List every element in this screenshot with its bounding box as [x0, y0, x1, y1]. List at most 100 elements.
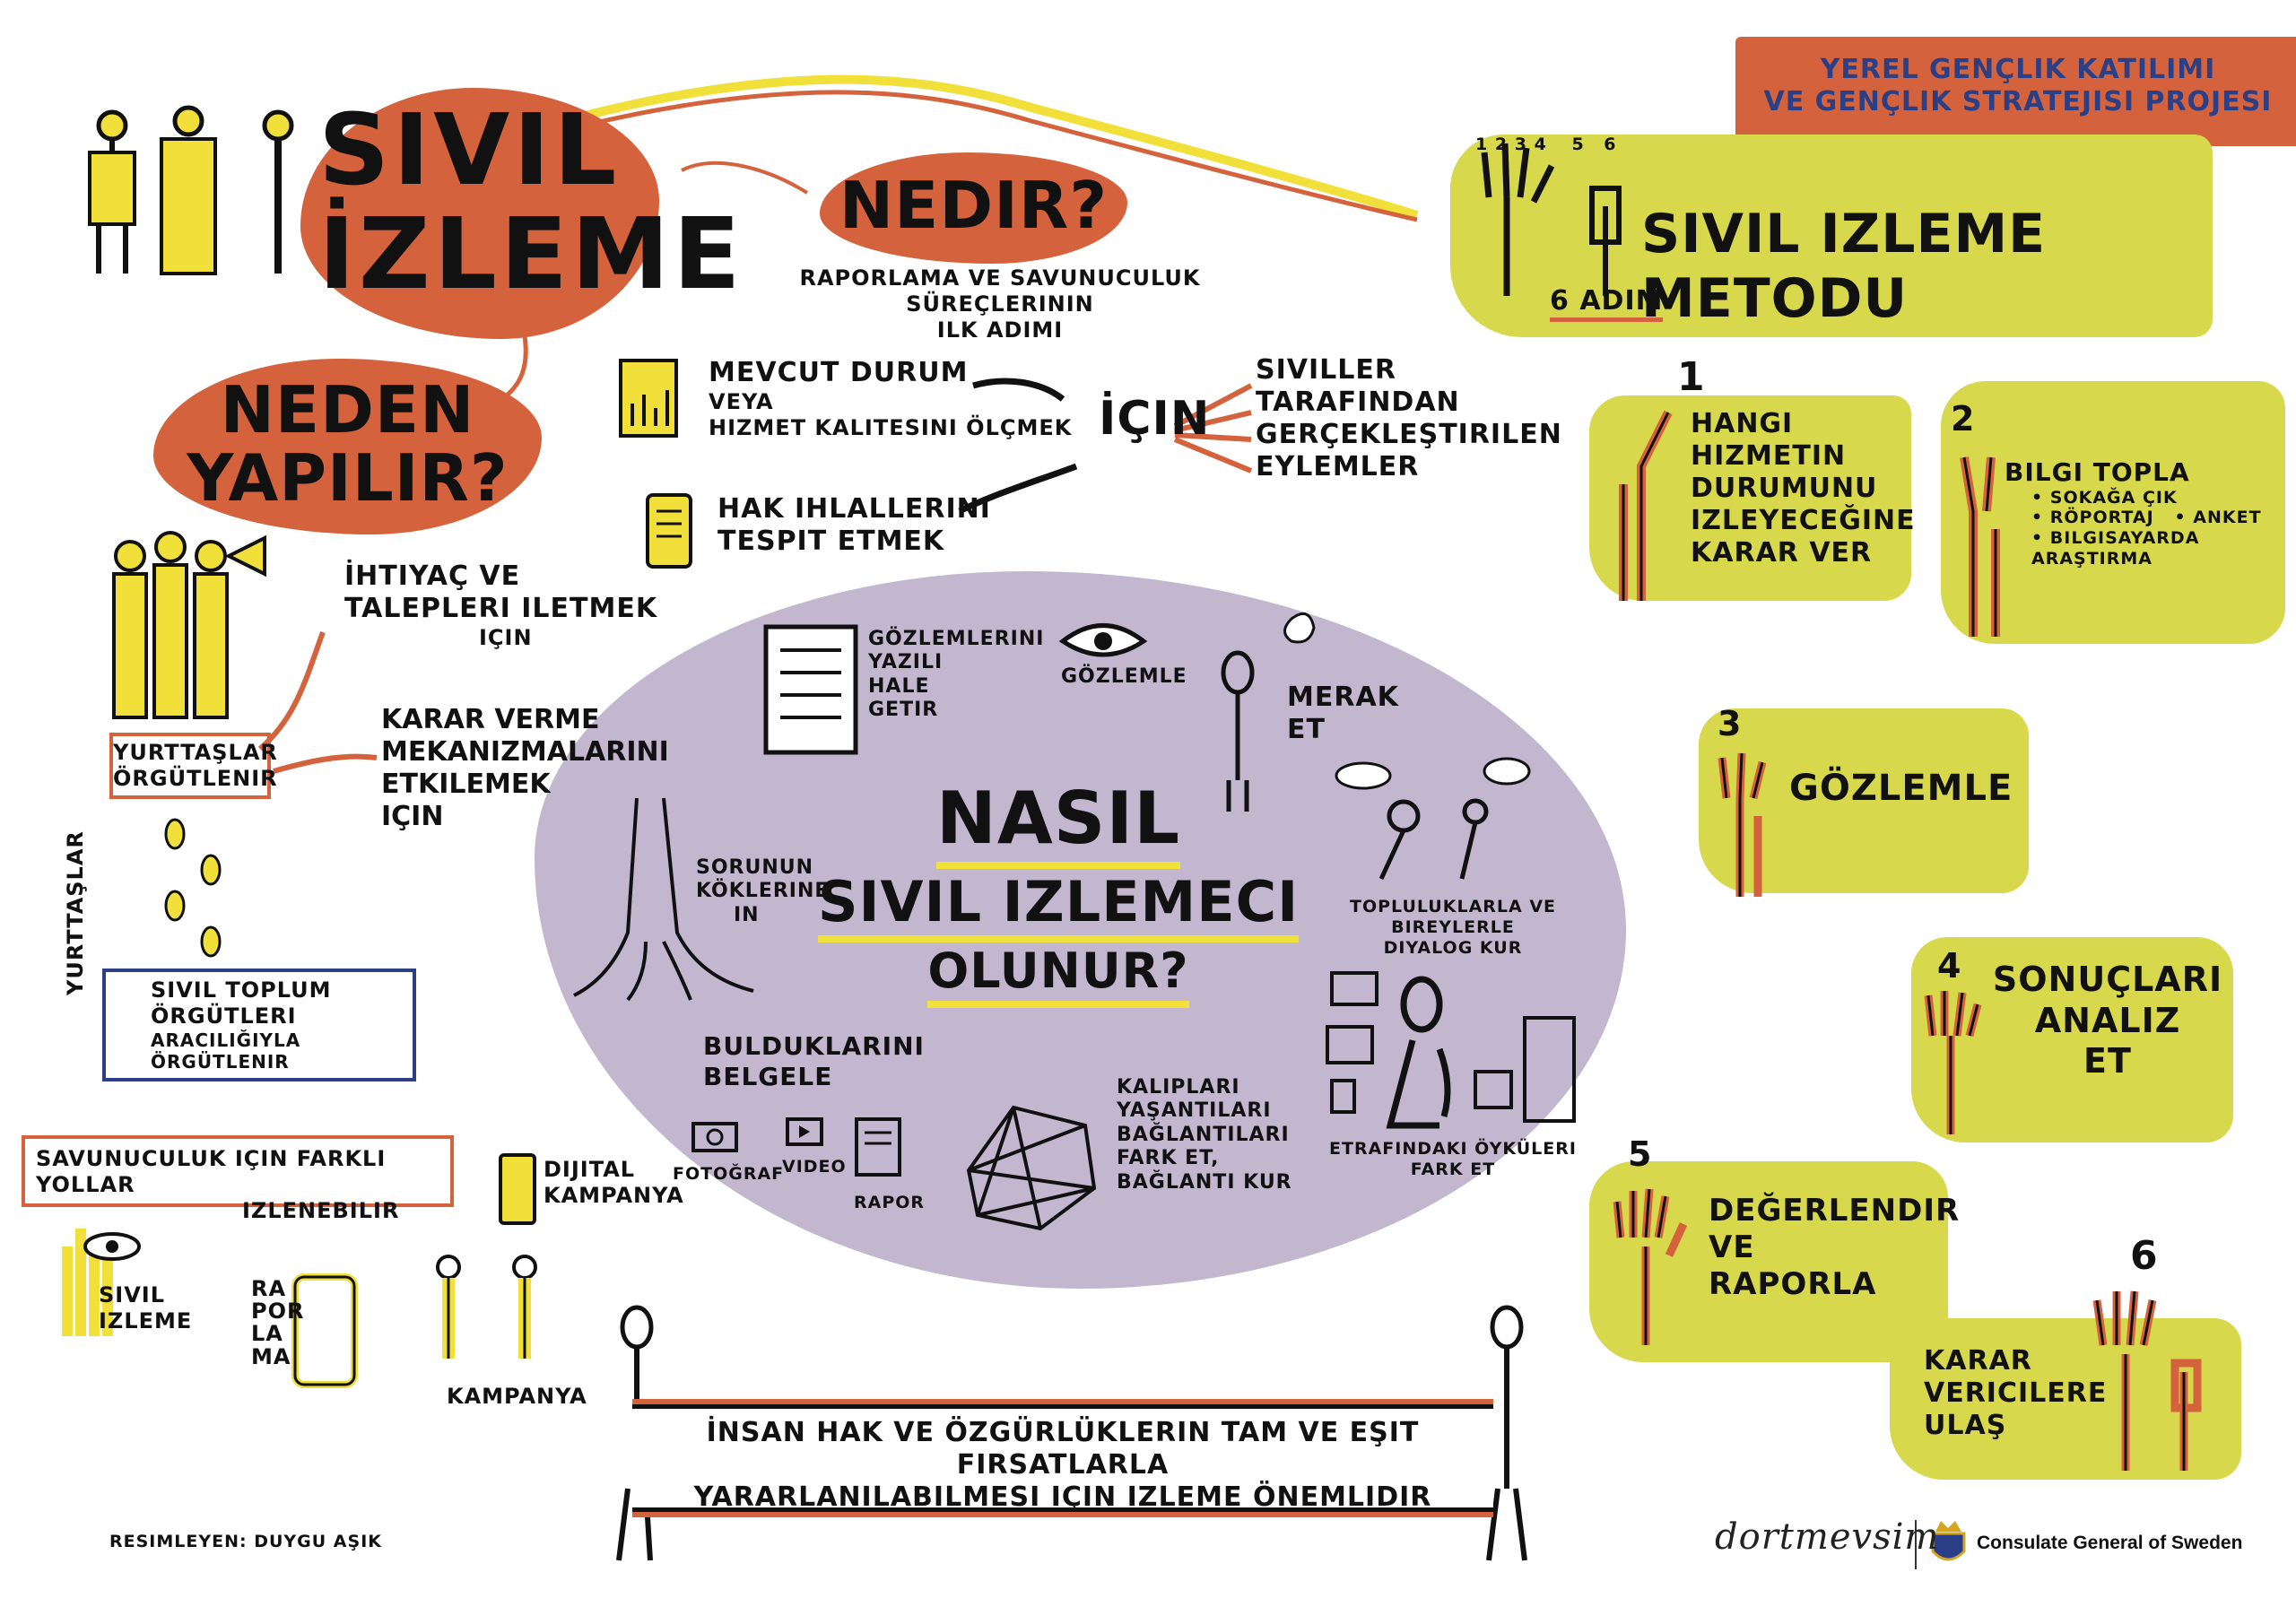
roots-line1: Sorunun [696, 856, 814, 879]
tree-roots-icon [573, 797, 754, 1002]
neden-blob [153, 359, 542, 534]
patterns-line1: Kalıpları [1117, 1076, 1240, 1099]
project-banner-line2: ve Gençlik Stratejisi Projesi [1763, 86, 2273, 117]
reason2-line4: için [381, 801, 444, 832]
finger-number: 2 [1494, 135, 1509, 154]
item1-line1: Mevcut durum [709, 357, 969, 388]
result-line4: eylemler [1256, 451, 1420, 482]
ngo-box: Sivil toplum örgütleri aracılığıyla örgü… [102, 969, 416, 1081]
step-5-number: 5 [1628, 1134, 1653, 1174]
reason2-line3: etkilemek [381, 769, 551, 800]
result-line2: tarafından [1256, 387, 1460, 418]
phone-campaign-icon [499, 1153, 536, 1225]
monitoring-line1: Sivil [99, 1282, 166, 1307]
title-blob [300, 88, 659, 339]
citizens-vertical-label: Yurttaşlar [63, 830, 88, 995]
step-2-number: 2 [1951, 399, 1976, 439]
finger-numbers: 1 2 3 4 5 6 [1475, 135, 1617, 155]
step-2-line: Bilgi topla [2005, 457, 2190, 487]
dialogue-step: Topluluklarla ve bireylerle diyalog kur [1318, 897, 1587, 958]
step-3-card [1699, 708, 2029, 893]
step-4-line: et [2083, 1041, 2132, 1081]
step-1-line: Hangi [1691, 408, 1794, 439]
curious-person-icon [1221, 612, 1316, 812]
nedir-heading: Nedir? [839, 168, 1109, 243]
reporting-line3: la [251, 1321, 283, 1347]
step-1-number: 1 [1677, 354, 1706, 400]
step-6-line: vericilere [1924, 1377, 2108, 1409]
doc-type-video: Video [782, 1157, 847, 1177]
finger-number: 5 [1571, 135, 1585, 154]
hand-three-icon [1718, 752, 1767, 897]
campaign-label: Kampanya [447, 1384, 587, 1409]
patterns-line3: bağlantıları [1117, 1123, 1290, 1146]
nedir-subtitle: Raporlama ve savunuculuk süreçlerinin il… [735, 265, 1265, 343]
neden-heading-line1: Neden [220, 372, 475, 447]
step-5-line: raporla [1709, 1265, 1877, 1302]
network-icon [966, 1105, 1097, 1231]
roots-line3: in [734, 903, 760, 926]
step-6-text: Karar vericilere ulaş [1924, 1345, 2107, 1442]
title-line2: İzleme [318, 195, 744, 311]
reporting-line2: por [251, 1299, 305, 1325]
step-5-line: Değerlendir [1709, 1193, 1961, 1229]
sweden-crest-icon [1931, 1521, 1966, 1561]
bottom-banner-text: İnsan hak ve özgürlüklerin tam ve eşit f… [632, 1417, 1493, 1514]
reason1-line3: için [479, 625, 533, 650]
citizens-box-line1: Yurttaşlar [113, 740, 278, 765]
advocacy-box-line2: izlenebilir [242, 1197, 400, 1223]
step-1-line: durumunu [1691, 473, 1878, 504]
step-1-line: hizmetin [1691, 440, 1847, 472]
curious-line2: et [1287, 714, 1326, 745]
step-2-bullet: • Röportaj • Anket [2031, 508, 2262, 528]
campaign-people-icon [436, 1255, 537, 1359]
advocacy-box-line1: Savunuculuk için farklı yollar [36, 1146, 387, 1197]
nasil-heading: Nasıl sivil izlemeci olunur? [807, 776, 1309, 1009]
reporting-label: Ra por la ma [251, 1277, 305, 1368]
step-2-text: Bilgi topla • Sokağa çık • Röportaj • An… [2005, 457, 2296, 569]
report-icon [855, 1117, 901, 1177]
hands-count-icon [1481, 143, 1622, 296]
step-4-text: Sonuçları analiz et [1982, 960, 2233, 1082]
advocacy-box: Savunuculuk için farklı yollar izlenebil… [22, 1135, 454, 1223]
nedir-subtitle-line2: ilk adımı [936, 317, 1064, 343]
video-icon [786, 1117, 823, 1146]
icin-label: İçin [1099, 392, 1211, 446]
reason2-line1: Karar verme [381, 704, 600, 735]
nedir-result: Siviller tarafından gerçekleştirilen eyl… [1256, 354, 1562, 483]
step-5-line: ve [1709, 1229, 1755, 1265]
nedir-item1: Mevcut durum veya hizmet kalitesini ölçm… [709, 357, 1072, 441]
chart-document-icon [619, 359, 678, 438]
result-line3: gerçekleştirilen [1256, 419, 1562, 450]
eye-icon [1058, 623, 1148, 657]
roots-line2: köklerine [696, 880, 830, 903]
ngo-box-line2: aracılığıyla örgütlenir [151, 1029, 301, 1073]
curious-line1: Merak [1287, 682, 1399, 713]
hand-four-icon [1924, 991, 1982, 1134]
finger-number: 1 [1475, 135, 1489, 154]
stories-line2: fark et [1410, 1159, 1496, 1179]
report-scroll-icon [291, 1273, 358, 1388]
step-3-text: Gözlemle [1789, 768, 2013, 809]
bullet-text: Anket [2193, 508, 2262, 528]
hand-five-icon [1613, 1188, 1688, 1345]
neden-reason1: İhtiyaç ve talepleri iletmek için [344, 560, 657, 651]
citizens-box-line2: örgütlenir [113, 765, 278, 791]
roots-step: Sorunun köklerine in [696, 856, 829, 927]
camera-icon [691, 1122, 738, 1152]
item2-line2: tespit etmek [718, 526, 945, 557]
observer-surroundings-icon [1326, 971, 1576, 1129]
step-2-bullets: • Sokağa çık • Röportaj • Anket • Bilgis… [2005, 488, 2296, 569]
nedir-item2: Hak ihlallerini tespit etmek [718, 493, 991, 558]
footprints-icon [164, 818, 222, 958]
step-1-text: Hangi hizmetin durumunu izleyeceğine kar… [1691, 408, 1916, 569]
bullet-text: Bilgisayarda araştırma [2031, 528, 2200, 569]
scroll-icon [646, 493, 692, 569]
nasil-blob [535, 571, 1626, 1289]
stories-step: Etrafındaki öyküleri fark et [1327, 1139, 1578, 1180]
nedir-subtitle-line1: Raporlama ve savunuculuk süreçlerinin [799, 265, 1201, 317]
patterns-step: Kalıpları yaşantıları bağlantıları fark … [1117, 1076, 1292, 1194]
bottom-banner-line2: yararlanılabilmesi için izleme önemlidir [693, 1481, 1432, 1513]
step-1-line: karar ver [1691, 537, 1873, 569]
